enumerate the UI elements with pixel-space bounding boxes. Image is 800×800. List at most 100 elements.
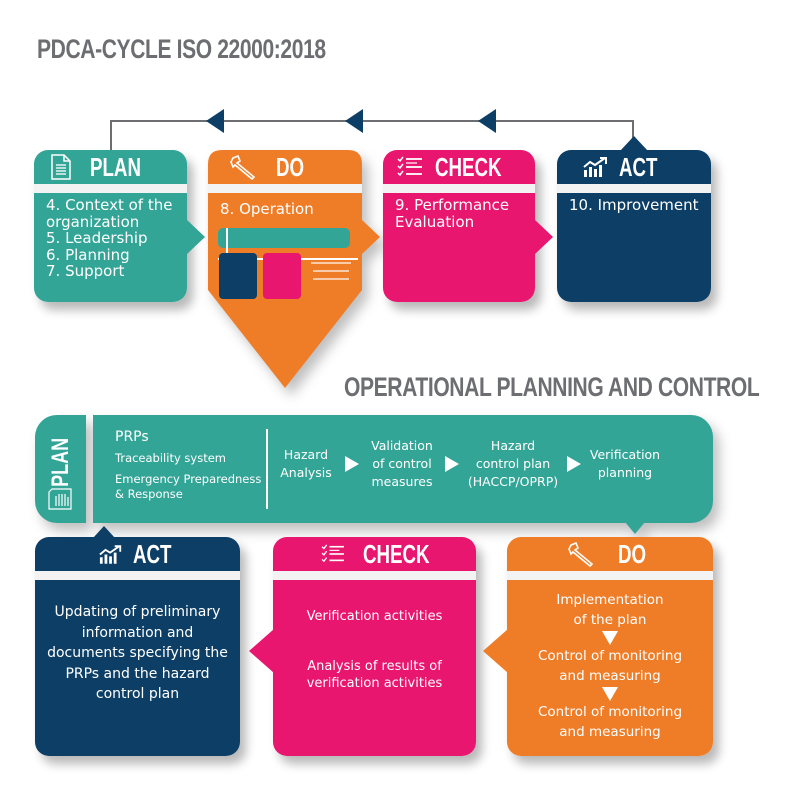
pointer-left-arrow (249, 629, 274, 673)
act-line: documents specifying the (47, 645, 228, 661)
do-step-line: Control of monitoring (537, 648, 683, 664)
thumb-check (263, 253, 301, 299)
operational-act-text: Updating of preliminary information and … (35, 580, 240, 705)
act-line: PRPs and the hazard (65, 665, 210, 682)
top-check-items: 9. Performance Evaluation (383, 193, 535, 230)
header-divider (34, 184, 187, 193)
plan-divider (266, 429, 268, 509)
emergency-label-cont: & Response (115, 487, 183, 501)
do-item: 8. Operation (220, 200, 314, 218)
top-do-header: DO (208, 150, 362, 184)
flow-step: Hazard control plan (HACCP/OPRP) (465, 437, 561, 491)
top-plan-card: PLAN 4. Context of the organization 5. L… (34, 150, 205, 302)
thumb-do-text (313, 278, 349, 280)
header-divider (273, 571, 476, 580)
pointer-arrow (535, 220, 553, 254)
operational-act-header: ACT (35, 537, 240, 571)
flow-step-line: control plan (475, 456, 551, 471)
header-divider (557, 184, 711, 193)
pointer-up-arrow (93, 526, 115, 538)
top-plan-body: 4. Context of the organization 5. Leader… (34, 193, 187, 302)
check-item: 9. Performance (395, 196, 510, 214)
top-act-label: ACT (619, 151, 658, 182)
cycle-arrow-icon (345, 109, 363, 133)
do-step-line: of the plan (573, 612, 647, 628)
top-plan-items: 4. Context of the organization 5. Leader… (34, 193, 187, 280)
plan-left-items: PRPs Traceability system Emergency Prepa… (115, 429, 261, 502)
operational-do-card: DO Implementation of the plan Control of… (483, 537, 713, 756)
plan-item: 4. Context of the (46, 196, 173, 214)
wrench-icon (568, 541, 594, 567)
cycle-arrow-icon (206, 109, 224, 133)
emergency-label: Emergency Preparedness (115, 472, 262, 486)
operational-check-label: CHECK (362, 538, 430, 569)
prps-label: PRPs (115, 429, 149, 445)
operational-check-header: CHECK (273, 537, 476, 571)
down-arrow-icon (602, 687, 618, 701)
top-act-items: 10. Improvement (557, 193, 711, 214)
check-line: Verification activities (306, 609, 443, 624)
flow-step-line: measures (371, 474, 433, 489)
flow-step: Verification planning (587, 446, 663, 482)
do-step-line: Control of monitoring (537, 704, 683, 720)
growth-chart-icon (583, 157, 607, 177)
act-item: 10. Improvement (569, 196, 699, 214)
check-line: Analysis of results of (307, 659, 442, 674)
check-item: Evaluation (395, 212, 475, 231)
top-check-label: CHECK (435, 151, 502, 182)
header-divider (507, 571, 713, 580)
flow-step-line: planning (597, 465, 653, 480)
wrench-icon (230, 154, 256, 180)
down-arrow-icon (602, 631, 618, 645)
top-check-header: CHECK (383, 150, 535, 184)
flow-step-line: Hazard (490, 438, 536, 453)
plan-main-area: PRPs Traceability system Emergency Prepa… (93, 415, 713, 534)
thumb-plan (218, 228, 350, 248)
top-check-body: 9. Performance Evaluation (383, 193, 535, 302)
plan-item: 5. Leadership (46, 229, 148, 247)
flow-step-line: (HACCP/OPRP) (467, 474, 559, 489)
operational-act-label: ACT (132, 538, 171, 569)
checklist-icon (397, 156, 422, 177)
plan-label-strip: PLAN (35, 415, 86, 523)
operational-do-header: DO (507, 537, 713, 571)
document-icon (51, 154, 71, 180)
operational-do-steps: Implementation of the plan Control of mo… (507, 580, 713, 742)
plan-item: 6. Planning (46, 245, 130, 264)
page-title: PDCA-CYCLE ISO 22000:2018 (37, 34, 326, 64)
thumb-do-text (313, 270, 349, 272)
top-do-label: DO (276, 151, 305, 182)
top-do-items: 8. Operation (208, 197, 314, 218)
do-step-line: and measuring (559, 668, 661, 684)
flow-arrow-icon (567, 456, 581, 472)
cycle-connector-right-rise (632, 120, 634, 138)
cycle-connector-line (110, 120, 633, 122)
top-act-body: 10. Improvement (557, 193, 711, 302)
plan-vertical-label: PLAN (47, 437, 74, 487)
operational-do-label: DO (618, 538, 647, 569)
operational-do-body: Implementation of the plan Control of mo… (507, 580, 713, 756)
do-step-line: and measuring (559, 724, 661, 740)
spacer (273, 625, 476, 658)
act-line: information and (81, 624, 194, 641)
top-check-card: CHECK 9. Performance Evaluation (383, 150, 553, 302)
flow-step: Validation of control measures (365, 437, 439, 491)
do-step-line: Implementation (556, 592, 664, 608)
section-title: OPERATIONAL PLANNING AND CONTROL (344, 372, 760, 402)
header-divider (35, 571, 240, 580)
flow-step-line: Verification (589, 447, 661, 462)
act-line: control plan (95, 686, 180, 702)
plan-flow: Hazard Analysis Validation of control me… (273, 437, 663, 491)
thumb-do-text (311, 262, 351, 264)
checklist-icon (321, 544, 344, 563)
act-line: Updating of preliminary (54, 604, 221, 620)
top-act-card: ACT 10. Improvement (557, 136, 711, 302)
flow-step-line: Hazard (283, 447, 329, 462)
document-chart-icon (48, 488, 72, 510)
flow-step: Hazard Analysis (273, 446, 339, 482)
operational-check-card: CHECK Verification activities Analysis o… (249, 537, 476, 756)
check-line: verification activities (306, 676, 443, 691)
flow-step-line: Validation (371, 438, 433, 453)
pointer-up-arrow (620, 136, 648, 151)
pointer-arrow (362, 220, 380, 254)
